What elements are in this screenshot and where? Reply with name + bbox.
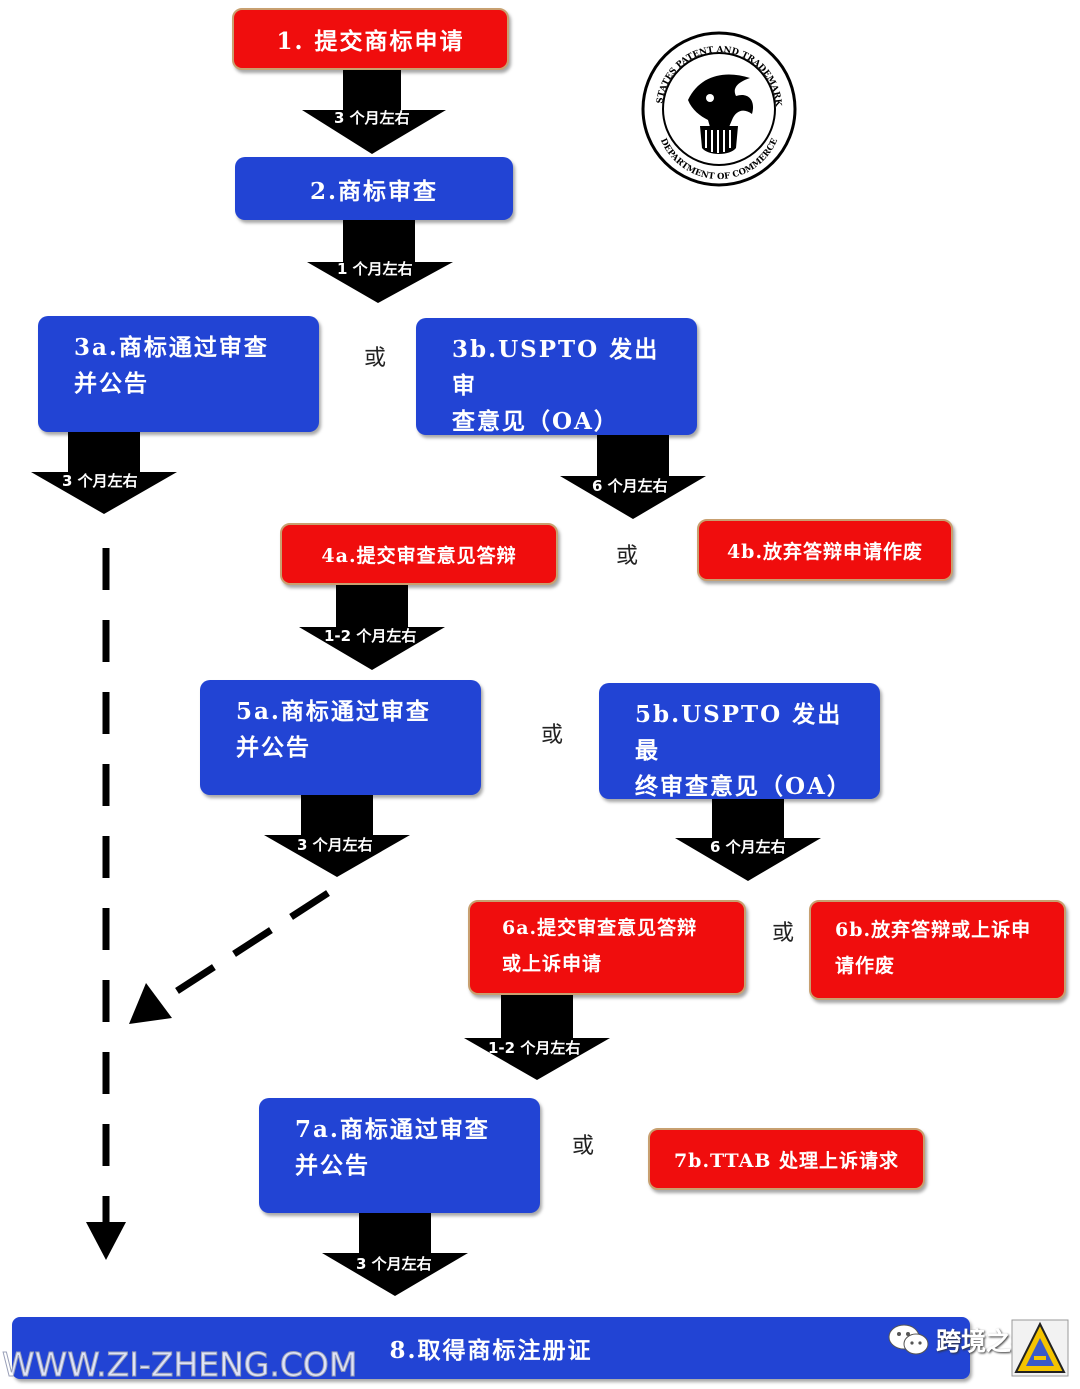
arrow-7-label: 6 个月左右: [710, 838, 786, 856]
or-label-4: 或: [616, 544, 639, 569]
arrow-5: 1-2 个月左右: [299, 585, 445, 670]
step-5a-box: 5a.商标通过审查 并公告: [200, 680, 481, 795]
step-5b-line-1: 5b.USPTO 发出最: [635, 701, 843, 764]
corner-logo-icon: [1011, 1319, 1069, 1377]
step-7a-line-1: 7a.商标通过审查: [295, 1116, 490, 1143]
step-6b-line-1: 6b.放弃答辩或上诉申: [835, 919, 1032, 941]
step-7b-label: 7b.TTAB 处理上诉请求: [673, 1149, 900, 1172]
arrow-9-label: 3 个月左右: [356, 1255, 432, 1273]
step-2-label: 2.商标审查: [309, 177, 438, 205]
step-3a-line-1: 3a.商标通过审查: [74, 334, 269, 361]
dashed-arrowhead-diagonal: [129, 983, 172, 1024]
watermark-text: WWW.ZI-ZHENG.COM: [1, 1345, 358, 1385]
step-3a-line-2: 并公告: [74, 370, 149, 397]
step-2-box: 2.商标审查: [235, 157, 513, 220]
arrow-3: 3 个月左右: [31, 432, 177, 514]
wechat-icon: [888, 1324, 929, 1355]
step-7b-box: 7b.TTAB 处理上诉请求: [648, 1128, 925, 1190]
arrow-7: 6 个月左右: [675, 799, 821, 881]
dashed-path-diagonal: [158, 890, 330, 1005]
arrow-1-label: 3 个月左右: [334, 109, 410, 127]
step-8-label: 8.取得商标注册证: [389, 1337, 593, 1364]
arrow-8-label: 1-2 个月左右: [488, 1039, 580, 1057]
step-5b-line-2: 终审查意见（OA）: [635, 773, 852, 800]
or-label-5: 或: [541, 723, 564, 748]
step-8-box: 8.取得商标注册证: [12, 1317, 970, 1379]
arrow-6: 3 个月左右: [264, 795, 410, 877]
or-label-3: 或: [364, 346, 387, 371]
arrow-4-label: 6 个月左右: [592, 477, 668, 495]
arrow-2: 1 个月左右: [307, 220, 453, 303]
arrow-4: 6 个月左右: [560, 435, 706, 519]
step-3a-box: 3a.商标通过审查 并公告: [38, 316, 319, 432]
step-3b-box: 3b.USPTO 发出审 查意见（OA）: [416, 318, 697, 435]
uspto-seal-icon: UNITED STATES PATENT AND TRADEMARK OFFIC…: [640, 30, 797, 187]
step-5a-line-2: 并公告: [236, 734, 311, 761]
arrow-3-label: 3 个月左右: [62, 472, 138, 490]
step-6a-line-2: 或上诉申请: [502, 953, 603, 975]
step-6b-line-2: 请作废: [835, 955, 896, 977]
step-7a-box: 7a.商标通过审查 并公告: [259, 1098, 540, 1213]
step-1-label: 1. 提交商标申请: [276, 28, 465, 55]
step-4b-box: 4b.放弃答辩申请作废: [697, 519, 953, 581]
or-label-7: 或: [572, 1134, 595, 1159]
arrow-8: 1-2 个月左右: [464, 995, 610, 1080]
or-label-6: 或: [772, 921, 795, 946]
step-4a-label: 4a.提交审查意见答辩: [321, 544, 517, 567]
dashed-arrowhead-down: [86, 1222, 126, 1260]
step-4a-box: 4a.提交审查意见答辩: [280, 523, 558, 585]
arrow-6-label: 3 个月左右: [297, 836, 373, 854]
arrow-5-label: 1-2 个月左右: [324, 627, 416, 645]
step-6a-line-1: 6a.提交审查意见答辩: [502, 917, 698, 939]
step-3b-line-1: 3b.USPTO 发出审: [452, 336, 660, 399]
step-5b-box: 5b.USPTO 发出最 终审查意见（OA）: [599, 683, 880, 800]
step-6a-box: 6a.提交审查意见答辩 或上诉申请: [468, 900, 746, 995]
step-5a-line-1: 5a.商标通过审查: [236, 698, 431, 725]
arrow-2-label: 1 个月左右: [337, 260, 413, 278]
step-3b-line-2: 查意见（OA）: [452, 408, 619, 435]
step-1-box: 1. 提交商标申请: [232, 8, 509, 70]
arrow-1: 3 个月左右: [302, 70, 446, 154]
arrow-9: 3 个月左右: [322, 1213, 468, 1296]
step-6b-box: 6b.放弃答辩或上诉申 请作废: [809, 900, 1066, 1000]
step-7a-line-2: 并公告: [295, 1152, 370, 1179]
step-4b-label: 4b.放弃答辩申请作废: [726, 540, 924, 563]
